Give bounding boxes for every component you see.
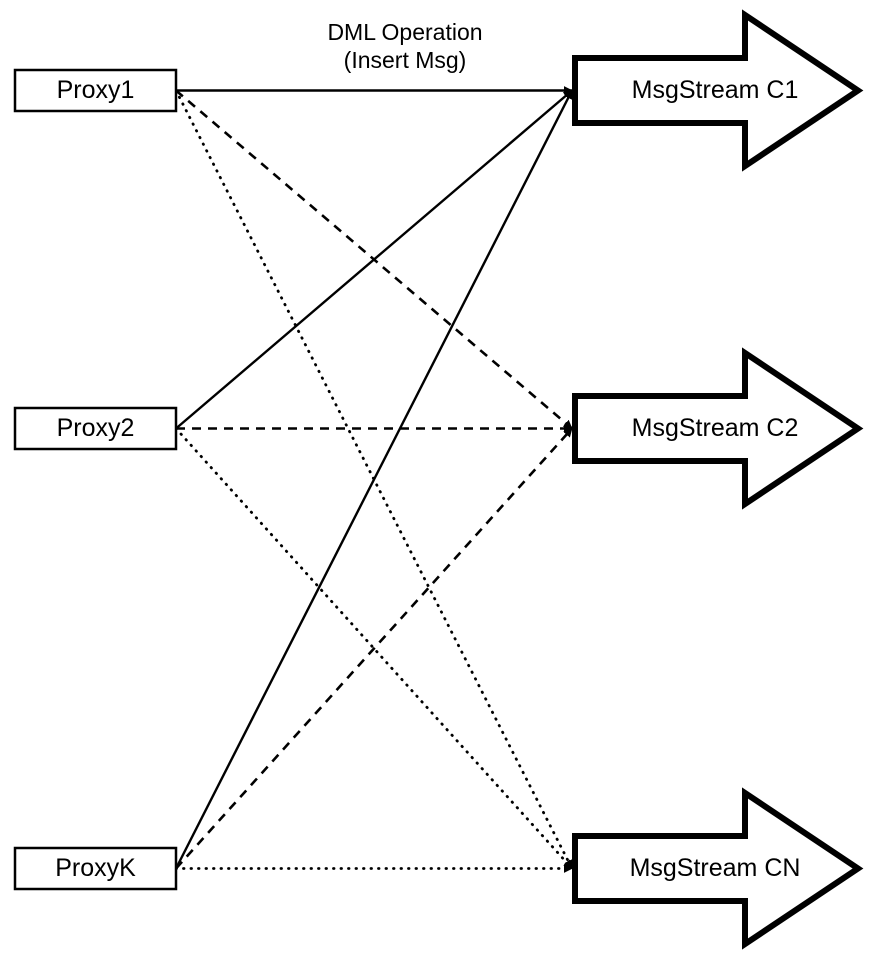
proxy-node-proxy1[interactable]: Proxy1	[13, 68, 178, 113]
msgstream-label: MsgStream C2	[632, 414, 799, 442]
proxy-label: Proxy1	[57, 76, 135, 104]
msgstream-node-cn[interactable]: MsgStream CN	[572, 787, 864, 950]
proxy-box-proxy2[interactable]	[13, 406, 178, 451]
edge-label-dml-operation: DML Operation (Insert Msg)	[327, 19, 482, 73]
edge-label-line2: (Insert Msg)	[344, 47, 467, 73]
proxy-label: Proxy2	[57, 414, 135, 442]
edge-proxyk-c2	[175, 427, 573, 870]
edge-proxy2-c1	[175, 89, 573, 430]
proxy-box-proxy1[interactable]	[13, 68, 178, 113]
edges-layer	[174, 86, 574, 873]
msgstream-node-c1[interactable]: MsgStream C1	[572, 9, 864, 172]
edge-proxyk-c1	[174, 89, 574, 870]
msgstream-arrow-shape[interactable]	[572, 9, 864, 172]
proxy-box-proxyk[interactable]	[13, 846, 178, 891]
edge-label-line1: DML Operation	[327, 19, 482, 45]
msgstream-node-c2[interactable]: MsgStream C2	[572, 347, 864, 510]
msgstream-arrow-shape[interactable]	[572, 787, 864, 950]
msgstream-arrow-shape[interactable]	[572, 347, 864, 510]
proxy-node-proxyk[interactable]: ProxyK	[13, 846, 178, 891]
edge-proxy2-cn	[174, 427, 574, 870]
proxy-label: ProxyK	[55, 854, 136, 882]
msgstream-label: MsgStream CN	[630, 854, 801, 882]
streams-layer: MsgStream C1 MsgStream C2 MsgStream CN	[572, 9, 864, 950]
proxy-node-proxy2[interactable]: Proxy2	[13, 406, 178, 451]
msgstream-label: MsgStream C1	[632, 76, 799, 104]
